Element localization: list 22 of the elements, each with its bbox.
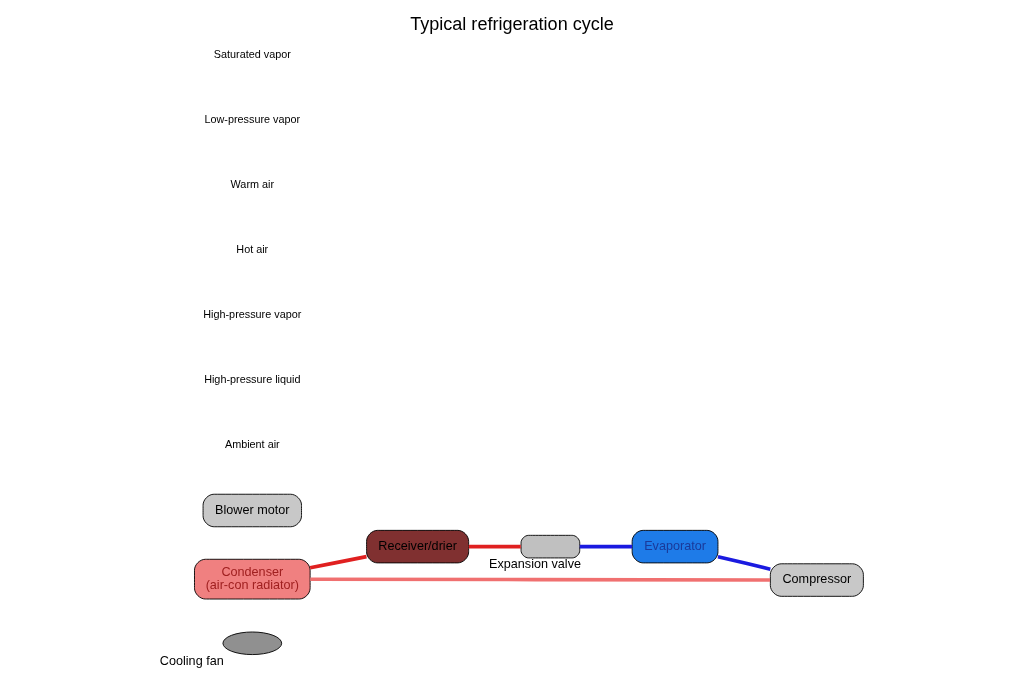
connector [309, 554, 367, 570]
connector [579, 544, 633, 549]
node-box: Evaporator [631, 529, 719, 564]
connector [310, 577, 770, 582]
label: Hot air [236, 243, 269, 256]
label: Saturated vapor [213, 48, 291, 61]
connector [468, 544, 521, 549]
label: Warm air [230, 178, 275, 191]
node-ellipse [222, 631, 283, 656]
node-box [520, 534, 581, 559]
node-box: Compressor [769, 563, 864, 597]
node-box: Receiver/drier [366, 529, 470, 564]
label: High-pressure vapor [203, 308, 302, 321]
label: High-pressure liquid [204, 373, 301, 386]
node-box: Blower motor [202, 493, 302, 528]
node-label: Expansion valve [489, 557, 582, 572]
label: Low-pressure vapor [204, 113, 301, 126]
node-label: Cooling fan [159, 653, 224, 668]
diagram-title: Typical refrigeration cycle [410, 13, 614, 34]
connector [717, 554, 771, 571]
node-box: Condenser (air-con radiator) [194, 558, 311, 600]
label: Ambient air [224, 438, 280, 451]
